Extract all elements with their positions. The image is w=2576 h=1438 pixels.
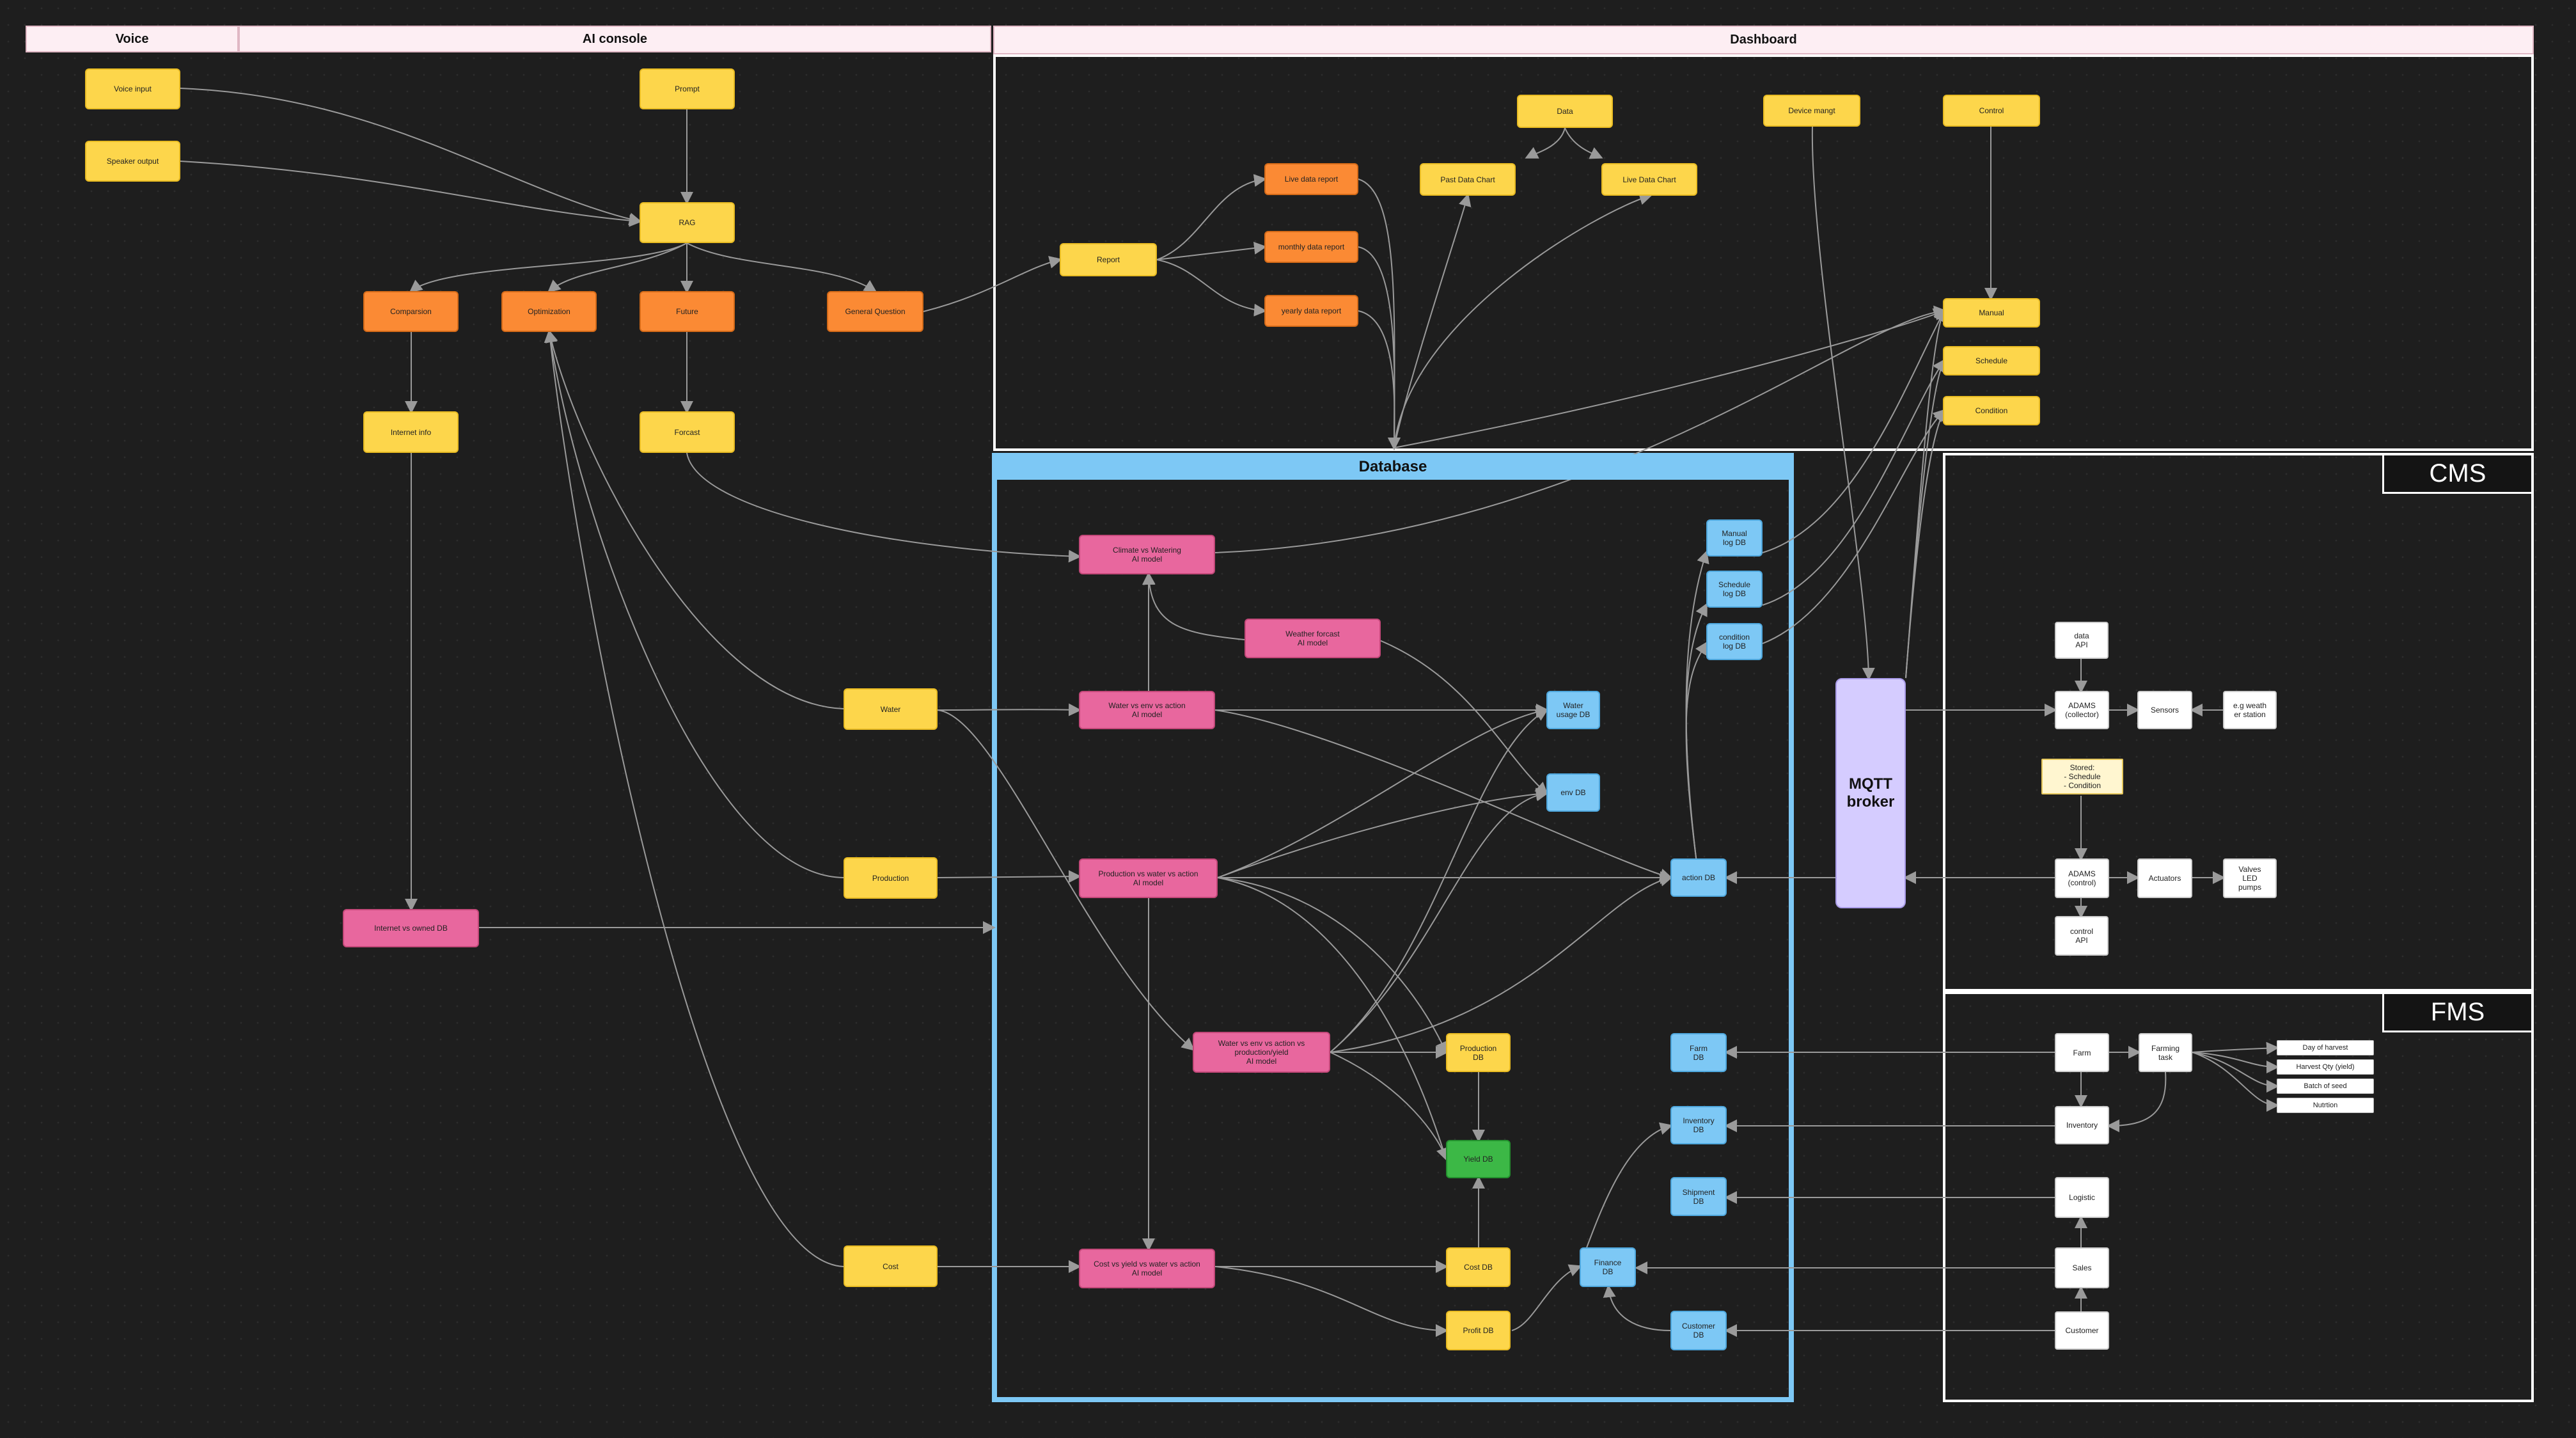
yearly-data-report-node[interactable]: yearly data report	[1264, 295, 1358, 327]
inventory-node[interactable]: Inventory	[2055, 1106, 2109, 1144]
adams-control-node[interactable]: ADAMS (control)	[2055, 858, 2109, 898]
weather-station-node[interactable]: e.g weath er station	[2223, 691, 2277, 729]
adams-collector-node[interactable]: ADAMS (collector)	[2055, 691, 2109, 729]
water-env-action-ai-node[interactable]: Water vs env vs action AI model	[1079, 691, 1215, 729]
inventory-db-node[interactable]: Inventory DB	[1670, 1106, 1727, 1144]
prompt-node[interactable]: Prompt	[640, 68, 735, 109]
speaker-output-node[interactable]: Speaker output	[85, 141, 180, 182]
water-node[interactable]: Water	[844, 688, 938, 730]
data-api-node[interactable]: data API	[2055, 622, 2109, 659]
general-question-node[interactable]: General Question	[827, 291, 923, 332]
past-data-chart-node[interactable]: Past Data Chart	[1420, 163, 1516, 196]
stored-note-node: Stored: - Schedule - Condition	[2041, 759, 2123, 794]
ai-console-header: AI console	[239, 26, 991, 52]
valves-led-pumps-node[interactable]: Valves LED pumps	[2223, 858, 2277, 898]
nutrtion-tag: Nutrtion	[2277, 1098, 2374, 1113]
sales-node[interactable]: Sales	[2055, 1247, 2109, 1288]
profit-db-node[interactable]: Profit DB	[1446, 1311, 1511, 1350]
internet-info-node[interactable]: Internet info	[363, 411, 459, 453]
live-data-report-node[interactable]: Live data report	[1264, 163, 1358, 195]
comparsion-node[interactable]: Comparsion	[363, 291, 459, 332]
voice-input-node[interactable]: Voice input	[85, 68, 180, 109]
logistic-node[interactable]: Logistic	[2055, 1177, 2109, 1218]
day-of-harvest-tag: Day of harvest	[2277, 1040, 2374, 1055]
cost-node[interactable]: Cost	[844, 1245, 938, 1287]
yield-db-node[interactable]: Yield DB	[1446, 1140, 1511, 1178]
finance-db-node[interactable]: Finance DB	[1580, 1247, 1636, 1287]
shipment-db-node[interactable]: Shipment DB	[1670, 1177, 1727, 1216]
farm-db-node[interactable]: Farm DB	[1670, 1033, 1727, 1072]
customer-node[interactable]: Customer	[2055, 1311, 2109, 1350]
monthly-data-report-node[interactable]: monthly data report	[1264, 231, 1358, 263]
farm-node[interactable]: Farm	[2055, 1033, 2109, 1072]
mqtt-broker-node[interactable]: MQTT broker	[1835, 678, 1906, 908]
water-env-action-production-ai-node[interactable]: Water vs env vs action vs production/yie…	[1193, 1032, 1330, 1073]
sensors-node[interactable]: Sensors	[2137, 691, 2192, 729]
water-usage-db-node[interactable]: Water usage DB	[1546, 691, 1600, 729]
fms-section: FMS	[1943, 992, 2534, 1402]
customer-db-node[interactable]: Customer DB	[1670, 1311, 1727, 1350]
cost-yield-water-action-ai-node[interactable]: Cost vs yield vs water vs action AI mode…	[1079, 1249, 1215, 1288]
weather-forcast-ai-node[interactable]: Weather forcast AI model	[1245, 619, 1381, 658]
control-api-node[interactable]: control API	[2055, 916, 2109, 956]
cms-title: CMS	[2382, 455, 2531, 494]
farming-task-node[interactable]: Farming task	[2139, 1033, 2192, 1072]
rag-node[interactable]: RAG	[640, 202, 735, 243]
cost-db-node[interactable]: Cost DB	[1446, 1247, 1511, 1287]
condition-node[interactable]: Condition	[1943, 396, 2040, 425]
report-node[interactable]: Report	[1060, 243, 1157, 276]
control-node[interactable]: Control	[1943, 95, 2040, 127]
harvest-qty-tag: Harvest Qty (yield)	[2277, 1059, 2374, 1075]
device-mangt-node[interactable]: Device mangt	[1763, 95, 1860, 127]
schedule-log-db-node[interactable]: Schedule log DB	[1706, 571, 1763, 608]
database-header: Database	[997, 454, 1789, 480]
batch-of-seed-tag: Batch of seed	[2277, 1078, 2374, 1094]
future-node[interactable]: Future	[640, 291, 735, 332]
env-db-node[interactable]: env DB	[1546, 773, 1600, 812]
manual-log-db-node[interactable]: Manual log DB	[1706, 519, 1763, 557]
voice-header: Voice	[26, 26, 239, 52]
fms-title: FMS	[2382, 994, 2531, 1032]
condition-log-db-node[interactable]: condition log DB	[1706, 623, 1763, 660]
data-node[interactable]: Data	[1517, 95, 1613, 128]
forcast-node[interactable]: Forcast	[640, 411, 735, 453]
dashboard-header: Dashboard	[993, 26, 2534, 54]
production-db-node[interactable]: Production DB	[1446, 1033, 1511, 1072]
manual-node[interactable]: Manual	[1943, 298, 2040, 328]
optimization-node[interactable]: Optimization	[501, 291, 597, 332]
internet-vs-owned-db-node[interactable]: Internet vs owned DB	[343, 909, 479, 947]
action-db-node[interactable]: action DB	[1670, 858, 1727, 897]
actuators-node[interactable]: Actuators	[2137, 858, 2192, 898]
production-water-action-ai-node[interactable]: Production vs water vs action AI model	[1079, 858, 1218, 898]
schedule-node[interactable]: Schedule	[1943, 346, 2040, 375]
cms-section: CMS	[1943, 453, 2534, 992]
live-data-chart-node[interactable]: Live Data Chart	[1601, 163, 1697, 196]
climate-watering-ai-node[interactable]: Climate vs Watering AI model	[1079, 535, 1215, 574]
production-node[interactable]: Production	[844, 857, 938, 899]
